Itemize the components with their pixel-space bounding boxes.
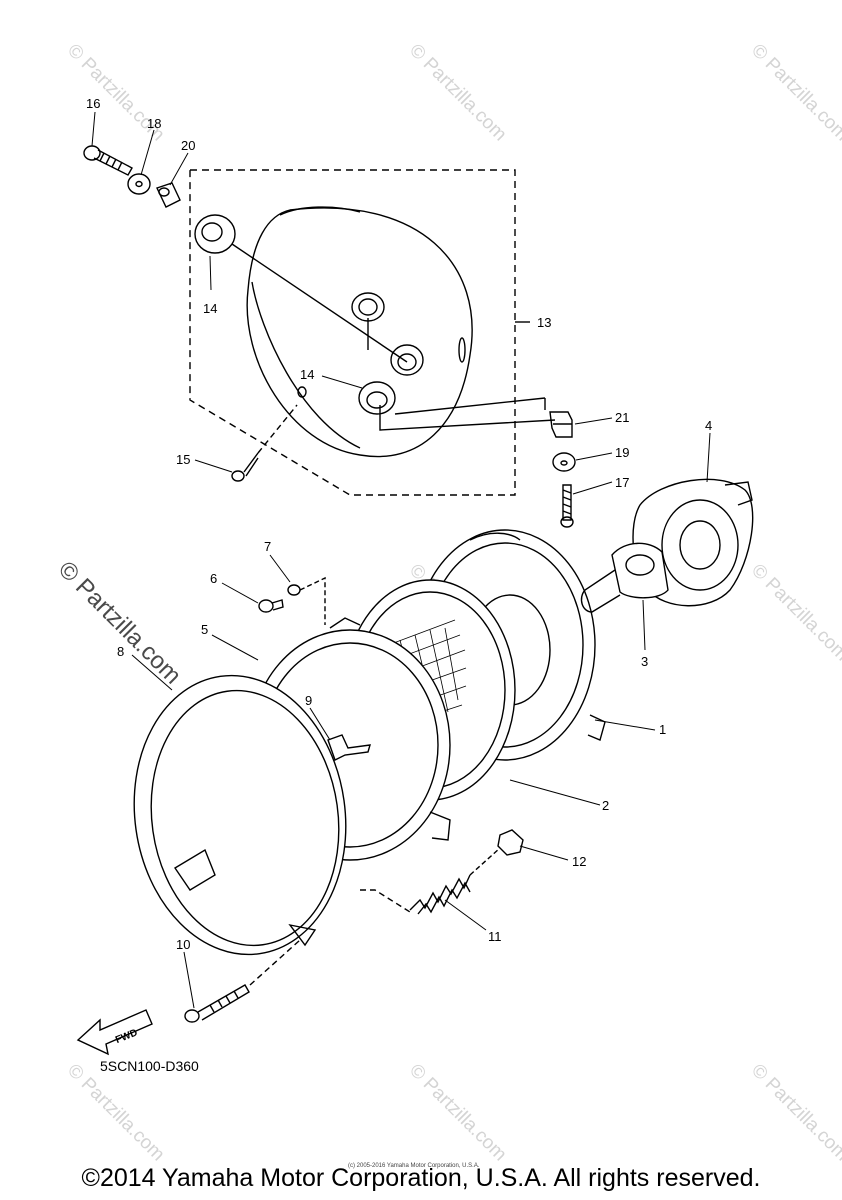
spring-part-11 <box>360 847 501 915</box>
callout-12: 12 <box>572 854 586 869</box>
callout-8: 8 <box>117 644 124 659</box>
callout-11: 11 <box>488 929 502 944</box>
callout-14-lower: 14 <box>300 367 314 382</box>
callout-6: 6 <box>210 571 217 586</box>
callout-19: 19 <box>615 445 629 460</box>
callout-5: 5 <box>201 622 208 637</box>
bolt-part-16 <box>83 145 133 176</box>
callout-3: 3 <box>641 654 648 669</box>
callout-9: 9 <box>305 693 312 708</box>
callout-7: 7 <box>264 539 271 554</box>
callout-20: 20 <box>181 138 195 153</box>
callout-17: 17 <box>615 475 629 490</box>
callout-15: 15 <box>176 452 190 467</box>
assembly-boundary <box>189 169 516 496</box>
callout-21: 21 <box>615 410 629 425</box>
clip-part-9 <box>327 734 371 761</box>
callout-2: 2 <box>602 798 609 813</box>
callout-13: 13 <box>537 315 551 330</box>
callout-16: 16 <box>86 96 100 111</box>
callout-10: 10 <box>176 937 190 952</box>
callout-1: 1 <box>659 722 666 737</box>
small-copyright: (c) 2005-2016 Yamaha Motor Corporation, … <box>348 1163 480 1169</box>
washer-part-19 <box>552 452 576 472</box>
callout-14-upper: 14 <box>203 301 217 316</box>
nut-part-7 <box>287 576 326 625</box>
headlight-rim-part-8 <box>133 674 347 956</box>
bolt-part-17 <box>560 484 574 528</box>
bulb-part-3 <box>580 542 669 613</box>
callout-4: 4 <box>705 418 712 433</box>
leader-lines <box>91 111 711 1009</box>
callout-18: 18 <box>147 116 161 131</box>
nut-part-12 <box>497 829 524 856</box>
washer-part-18 <box>127 173 151 195</box>
collar-part-20 <box>156 182 181 208</box>
copyright-notice: ©2014 Yamaha Motor Corporation, U.S.A. A… <box>81 1164 761 1192</box>
screw-part-10 <box>184 939 301 1023</box>
grommet-part-21 <box>379 397 573 438</box>
screw-part-6 <box>258 599 284 613</box>
screw-part-15 <box>231 404 298 482</box>
headlight-housing <box>246 206 473 458</box>
fwd-arrow-icon <box>76 1009 153 1056</box>
grommet-part-14 <box>194 214 408 363</box>
diagram-code: 5SCN100-D360 <box>100 1058 199 1074</box>
